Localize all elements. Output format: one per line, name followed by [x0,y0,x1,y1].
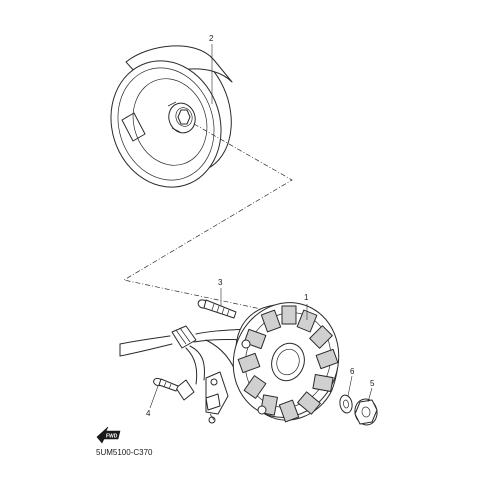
leader-lines [149,44,373,409]
wire-harness [119,325,263,401]
callout-6: 6 [350,367,355,376]
callout-1: 1 [304,293,309,302]
callout-2: 2 [209,34,214,43]
diagram-code: 5UM5100-C370 [96,448,153,457]
callout-4: 4 [146,409,151,418]
stator-bolt [197,299,237,319]
alignment-centerline [123,123,295,317]
washer [339,394,353,414]
clamp-screw [153,377,179,392]
fwd-label: FWD [106,434,118,440]
flange-nut [354,398,378,426]
callout-3: 3 [218,278,223,287]
pickup-coil [205,371,229,424]
fwd-arrow-icon: FWD [96,426,121,444]
callout-5: 5 [370,379,375,388]
rotor-assembly [110,45,233,188]
stator-assembly [232,302,340,423]
